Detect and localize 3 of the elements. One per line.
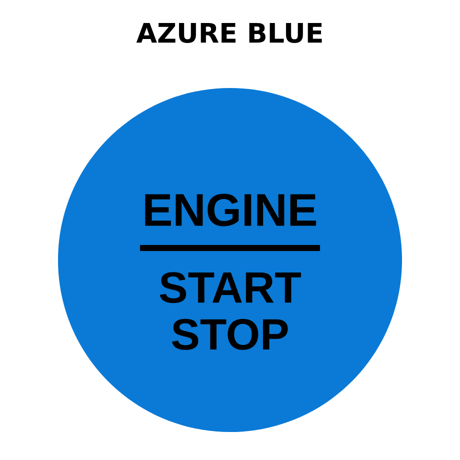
title: AZURE BLUE (136, 23, 322, 43)
label: ENGINE (145, 194, 316, 226)
label: START STOP (160, 272, 301, 350)
